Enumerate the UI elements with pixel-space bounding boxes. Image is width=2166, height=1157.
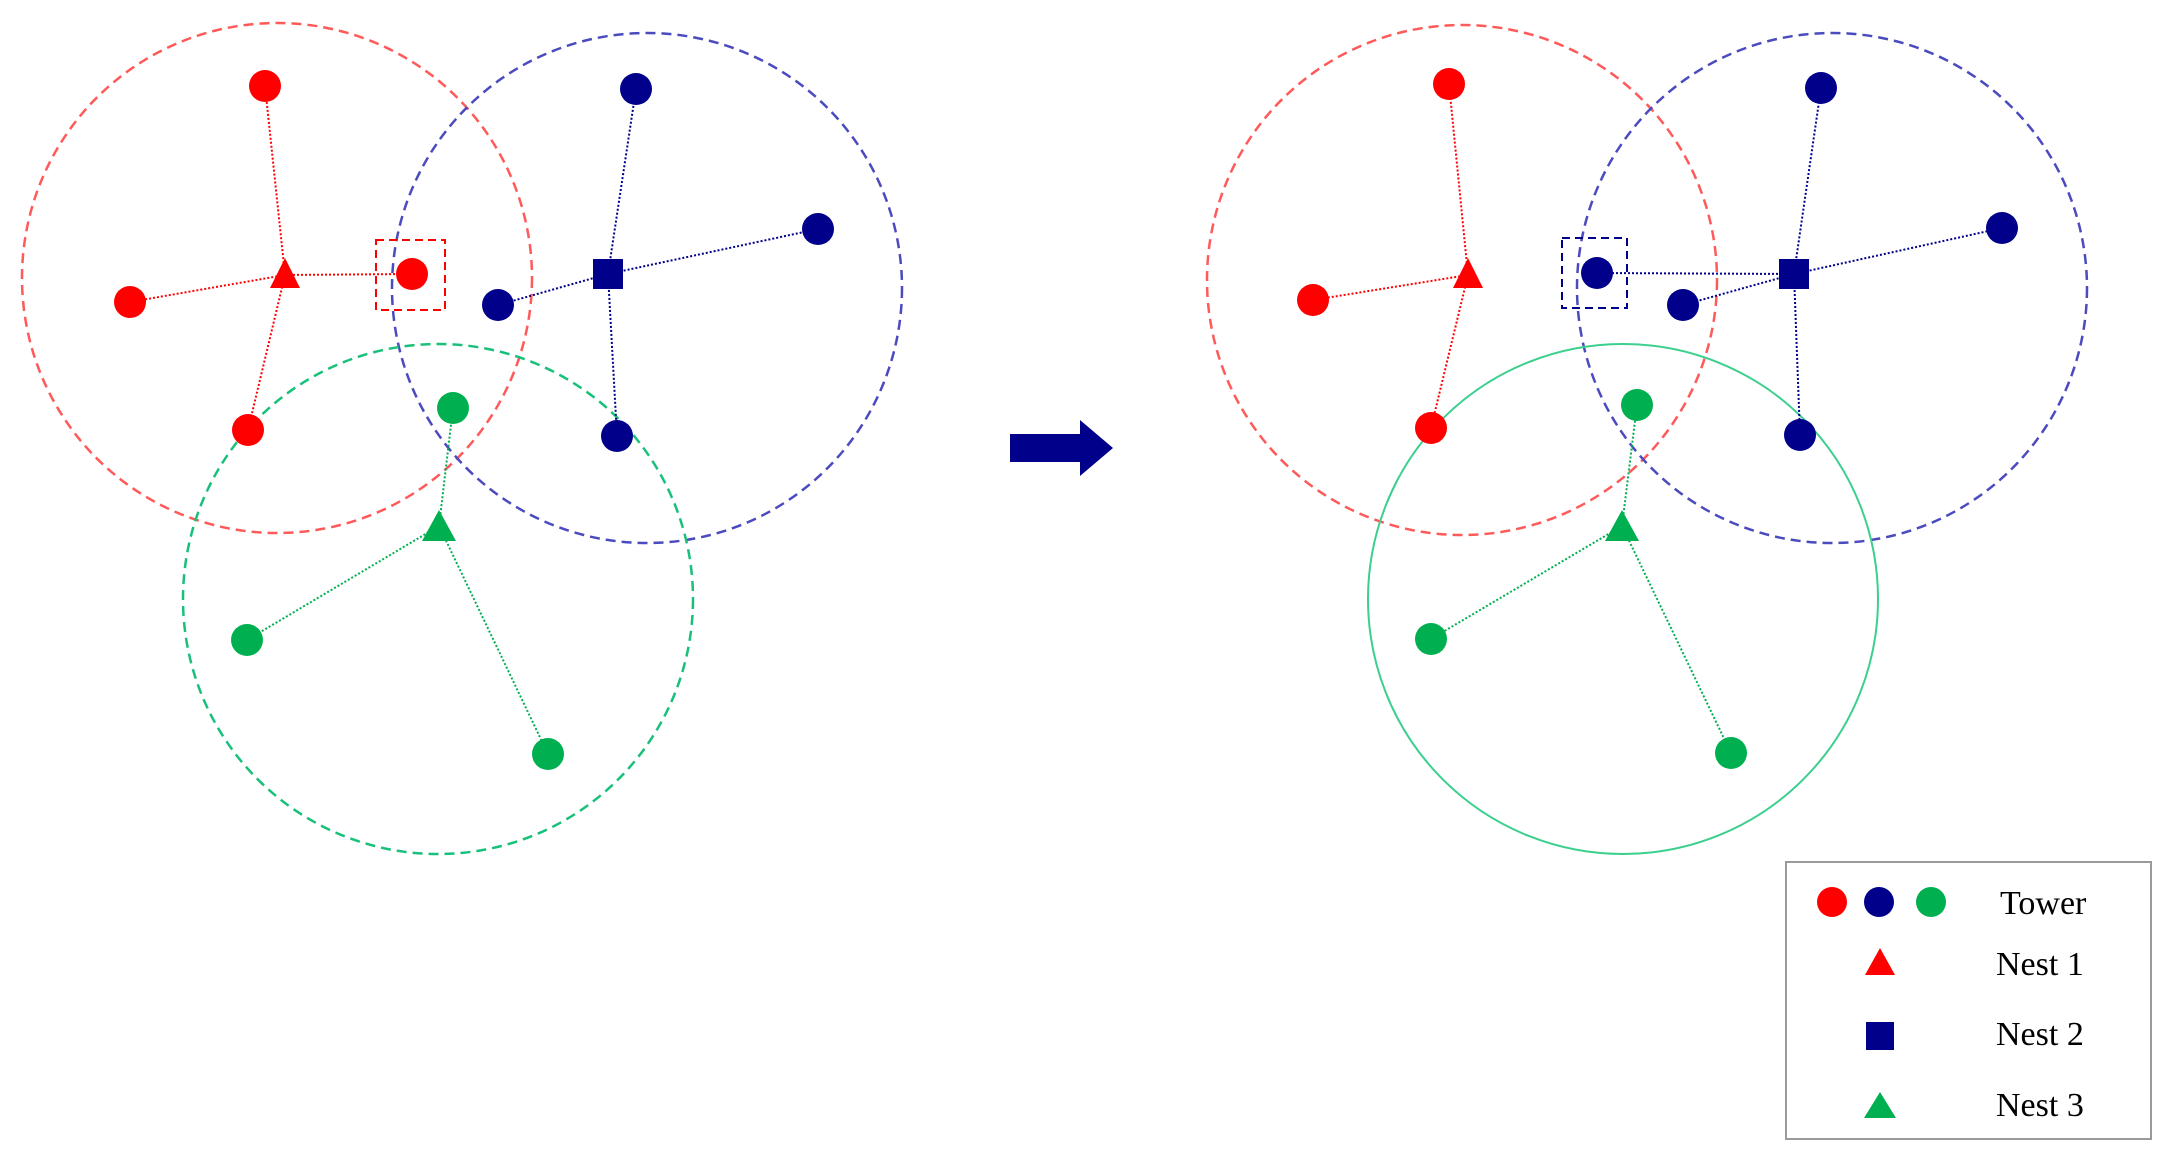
reassigned-tower-highlight <box>1561 237 1628 309</box>
nest-3-coverage-circle <box>1367 343 1879 855</box>
tower-icon <box>1986 212 2018 244</box>
switching-tower-highlight <box>375 239 446 311</box>
right-arrow-icon <box>1010 420 1113 476</box>
nest-1-legend-icon <box>1865 948 1895 975</box>
nest-1-triangle-icon <box>270 258 300 288</box>
nest-3-links <box>1430 404 1732 754</box>
tower-icon <box>1784 419 1816 451</box>
nest-1-coverage-circle <box>20 21 534 535</box>
nest-2-links <box>1596 87 2003 436</box>
nest-2-legend-icon <box>1866 1022 1894 1050</box>
tower-icon <box>232 414 264 446</box>
tower-icon <box>1581 257 1613 289</box>
legend-label-nest-1: Nest 1 <box>1996 946 2084 983</box>
tower-legend-icon-blue <box>1864 887 1894 917</box>
legend-border <box>1785 861 2152 1140</box>
nest-3-legend-icon <box>1864 1092 1896 1118</box>
legend-label-nest-2: Nest 2 <box>1996 1016 2084 1053</box>
tower-icon <box>482 289 514 321</box>
nest-3-links <box>246 407 549 755</box>
tower-legend-icon-green <box>1916 887 1946 917</box>
nest-1-triangle-icon <box>1453 258 1483 288</box>
tower-icon <box>532 738 564 770</box>
nest-1-coverage-circle <box>1205 23 1719 537</box>
nest-2-links <box>497 88 819 437</box>
tower-icon <box>114 286 146 318</box>
tower-icon <box>396 258 428 290</box>
nest-2-coverage-circle <box>390 31 904 545</box>
tower-icon <box>601 420 633 452</box>
tower-icon <box>249 70 281 102</box>
nest-3-triangle-icon <box>1605 510 1639 541</box>
tower-icon <box>231 624 263 656</box>
tower-icon <box>1667 289 1699 321</box>
tower-icon <box>620 73 652 105</box>
tower-icon <box>1621 389 1653 421</box>
nest-3-coverage-circle <box>181 342 695 856</box>
tower-legend-icon-red <box>1817 887 1847 917</box>
nest-3-triangle-icon <box>422 510 456 541</box>
before-panel <box>20 21 904 856</box>
tower-icon <box>802 213 834 245</box>
tower-icon <box>1415 623 1447 655</box>
nest-1-links <box>1312 83 1469 429</box>
legend-label-tower: Tower <box>2000 885 2087 922</box>
tower-icon <box>1297 284 1329 316</box>
nest-2-square-icon <box>1779 259 1809 289</box>
after-panel <box>1205 23 2089 855</box>
legend-label-nest-3: Nest 3 <box>1996 1087 2084 1124</box>
nest-2-coverage-circle <box>1575 31 2089 545</box>
legend: Tower Nest 1 Nest 2 Nest 3 <box>1785 861 2152 1140</box>
tower-icon <box>1415 412 1447 444</box>
tower-icon <box>1805 72 1837 104</box>
tower-icon <box>437 392 469 424</box>
nest-2-square-icon <box>593 259 623 289</box>
tower-icon <box>1715 737 1747 769</box>
nest-1-links <box>129 85 413 431</box>
tower-icon <box>1433 68 1465 100</box>
